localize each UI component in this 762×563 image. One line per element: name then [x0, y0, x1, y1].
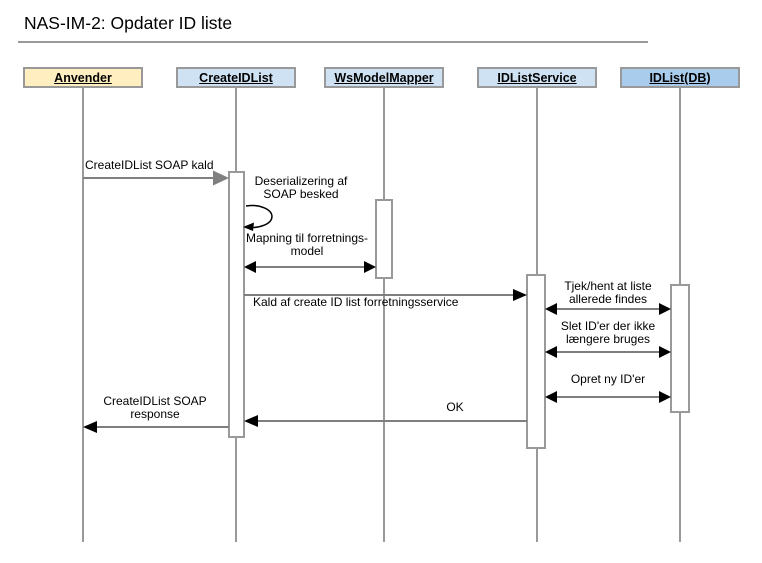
lifeline-head-idlistdb: IDList(DB): [620, 67, 740, 88]
arrow-ok: [244, 415, 527, 427]
self-loop-arrow: [243, 204, 273, 231]
message-label-response: CreateIDList SOAP response: [103, 394, 207, 421]
arrow-slet-ider: [545, 346, 671, 358]
arrow-mapning: [244, 261, 376, 273]
lifeline-label: WsModelMapper: [334, 70, 434, 85]
arrow-soap-response: [83, 421, 229, 433]
arrow-soap-kald: [83, 170, 229, 186]
lifeline-label: IDListService: [497, 70, 577, 85]
diagram-title: NAS-IM-2: Opdater ID liste: [24, 13, 233, 33]
message-label-mapning: Mapning til forretnings- model: [245, 231, 369, 258]
lifeline-head-idlistservice: IDListService: [477, 67, 597, 88]
message-label-ok: OK: [446, 400, 464, 414]
lifeline-head-createidlist: CreateIDList: [176, 67, 296, 88]
arrow-kald-forretningsservice: [244, 289, 527, 301]
activation-idlistservice: [526, 274, 546, 449]
activation-wsmodelmapper: [375, 199, 393, 279]
lifeline-head-anvender: Anvender: [23, 67, 143, 88]
message-label-slet-ider: Slet ID'er der ikke længere bruges: [560, 319, 656, 346]
message-label-deserialize: Deserializering af SOAP besked: [254, 174, 348, 201]
lifeline-label: CreateIDList: [199, 70, 273, 85]
activation-idlistdb: [670, 284, 690, 413]
lifeline-label: IDList(DB): [649, 70, 711, 85]
arrow-tjek-hent: [545, 303, 671, 315]
title-underline-rule: [18, 41, 648, 43]
lifeline-head-wsmodelmapper: WsModelMapper: [324, 67, 444, 88]
message-label-tjek-hent: Tjek/hent at liste allerede findes: [564, 279, 652, 306]
message-label-soap-kald: CreateIDList SOAP kald: [85, 158, 214, 172]
message-label-kald: Kald af create ID list forretningsservic…: [253, 295, 459, 309]
activation-createidlist: [228, 171, 245, 438]
message-label-opret-ny: Opret ny ID'er: [570, 372, 646, 386]
lifeline-label: Anvender: [54, 70, 112, 85]
arrow-opret-ny-ider: [545, 391, 671, 403]
